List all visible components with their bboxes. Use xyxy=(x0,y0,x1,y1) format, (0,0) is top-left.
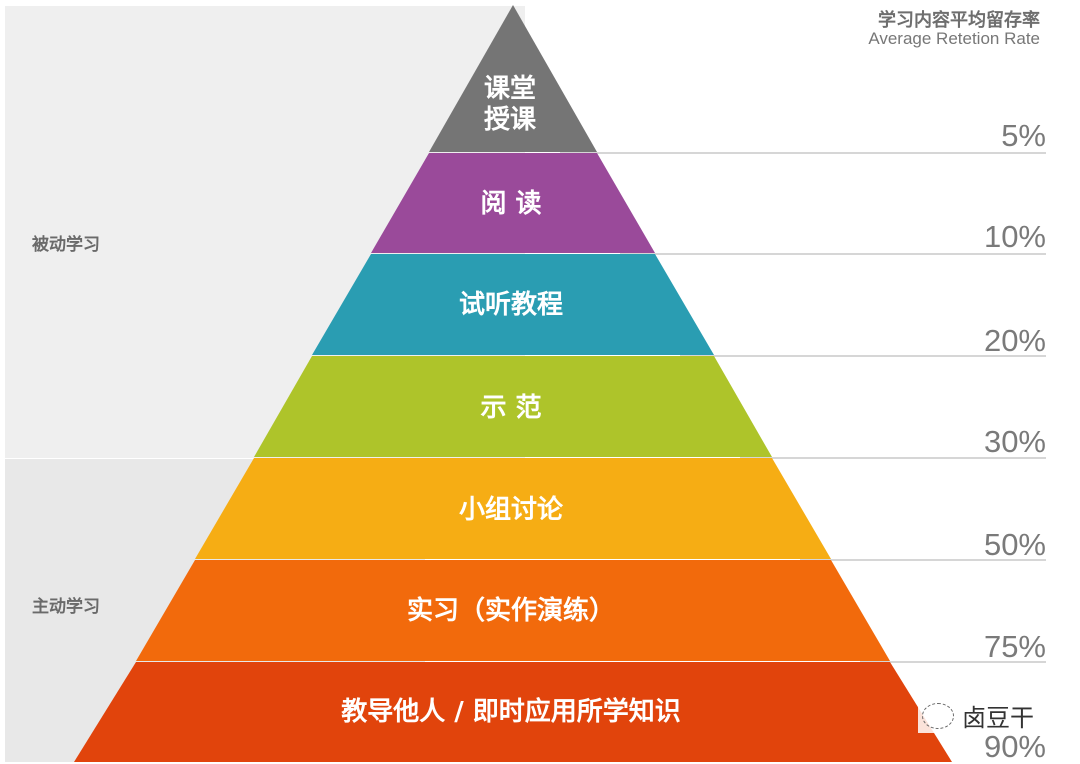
percent-practice: 75% xyxy=(983,629,1046,664)
level-label-lecture: 课堂 授课 xyxy=(484,74,536,136)
percent-audiovisual: 20% xyxy=(983,323,1046,358)
percent-teaching: 90% xyxy=(983,729,1046,764)
wechat-icon xyxy=(922,702,954,729)
band-teaching xyxy=(74,662,952,762)
retention-title-cn: 学习内容平均留存率 xyxy=(878,10,1040,31)
band-discussion xyxy=(195,458,831,559)
level-label-discussion: 小组讨论 xyxy=(458,495,564,525)
watermark-text: 卤豆干 xyxy=(962,704,1034,732)
active-learning-label: 主动学习 xyxy=(32,597,100,617)
guide-line-10 xyxy=(620,253,1046,255)
level-label-practice: 实习（实作演练） xyxy=(406,596,616,626)
guide-line-30 xyxy=(740,457,1046,459)
percent-discussion: 50% xyxy=(983,527,1046,562)
passive-learning-label: 被动学习 xyxy=(32,235,100,255)
retention-title-en: Average Retetion Rate xyxy=(868,29,1040,48)
percent-lecture: 5% xyxy=(1001,118,1046,153)
level-label-reading: 阅 读 xyxy=(480,189,542,219)
band-audiovisual xyxy=(312,254,714,355)
level-label-demonstration: 示 范 xyxy=(480,393,542,423)
band-demonstration xyxy=(254,356,772,457)
guide-line-50 xyxy=(800,559,1046,561)
guide-line-20 xyxy=(680,355,1046,357)
band-reading xyxy=(371,153,655,253)
level-label-lecture-line1: 课堂 xyxy=(483,74,537,104)
percent-reading: 10% xyxy=(983,219,1046,254)
guide-line-75 xyxy=(860,661,1046,663)
level-label-lecture-line2: 授课 xyxy=(483,105,537,136)
level-label-audiovisual: 试听教程 xyxy=(458,290,564,320)
band-practice xyxy=(136,560,890,661)
band-lecture xyxy=(429,5,597,152)
watermark: 卤豆干 xyxy=(918,698,1038,733)
level-label-teaching: 教导他人 / 即时应用所学知识 xyxy=(341,697,681,727)
guide-line-5 xyxy=(560,152,1046,154)
percent-demonstration: 30% xyxy=(983,424,1046,459)
